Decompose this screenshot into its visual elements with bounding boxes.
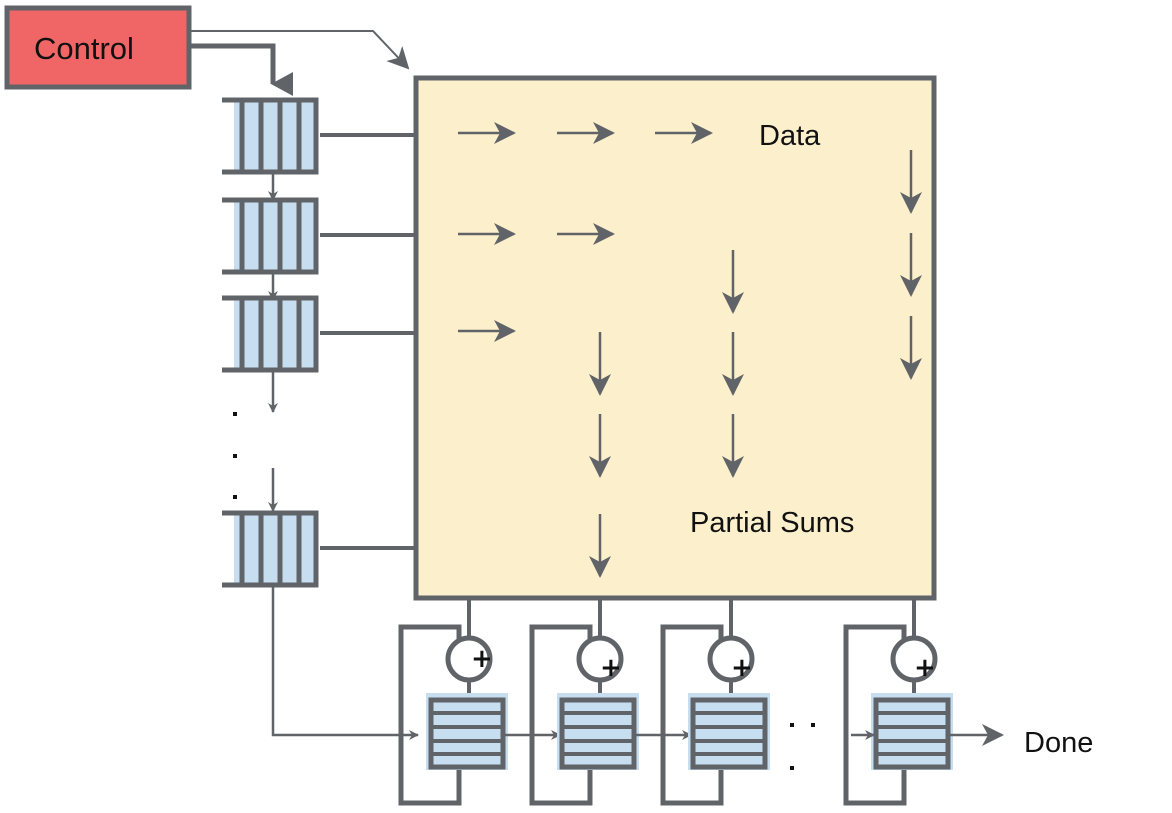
done-label: Done	[1024, 727, 1093, 759]
accumulator: +	[660, 598, 770, 806]
pe-array: Data Partial Sums	[413, 75, 937, 601]
partial-sum-arrows	[589, 150, 922, 578]
accumulator-ellipsis	[790, 723, 815, 770]
accumulator: +	[398, 598, 508, 806]
fifo-ellipsis	[233, 412, 237, 499]
data-label: Data	[759, 120, 821, 152]
accumulator: +	[529, 598, 639, 806]
adder-symbol: +	[600, 653, 622, 683]
adder-symbol: +	[471, 644, 493, 674]
adder-symbol: +	[914, 653, 936, 683]
input-fifo	[222, 97, 319, 175]
input-fifo	[222, 510, 319, 588]
accumulator: +	[843, 598, 953, 806]
input-fifos	[222, 97, 416, 588]
fifo-to-accumulator-wire	[271, 583, 419, 740]
input-fifo	[222, 197, 319, 275]
adder-symbol: +	[731, 653, 753, 683]
data-flow-arrows	[458, 122, 713, 342]
control-wires	[190, 30, 410, 96]
control-label: Control	[34, 31, 134, 66]
accumulators: + + + +	[398, 598, 953, 806]
input-fifo	[222, 295, 319, 373]
control-block: Control	[4, 5, 192, 90]
partial-sums-label: Partial Sums	[690, 507, 854, 539]
